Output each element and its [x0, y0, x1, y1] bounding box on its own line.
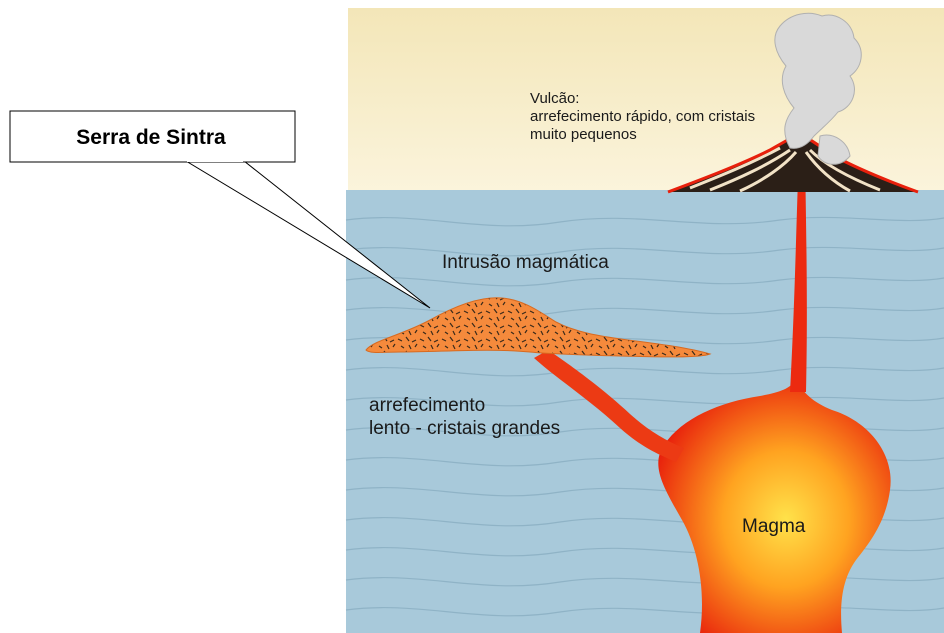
- slow-cooling-label-line2: lento - cristais grandes: [369, 418, 560, 439]
- intrusion-label: Intrusão magmática: [442, 252, 609, 273]
- volcano-label-title: Vulcão:: [530, 90, 579, 107]
- magma-label: Magma: [742, 516, 806, 537]
- callout-title: Serra de Sintra: [76, 126, 226, 149]
- slow-cooling-label-line1: arrefecimento: [369, 395, 485, 416]
- volcano-label-line1: arrefecimento rápido, com cristais: [530, 108, 755, 125]
- volcano-label-line2: muito pequenos: [530, 126, 637, 143]
